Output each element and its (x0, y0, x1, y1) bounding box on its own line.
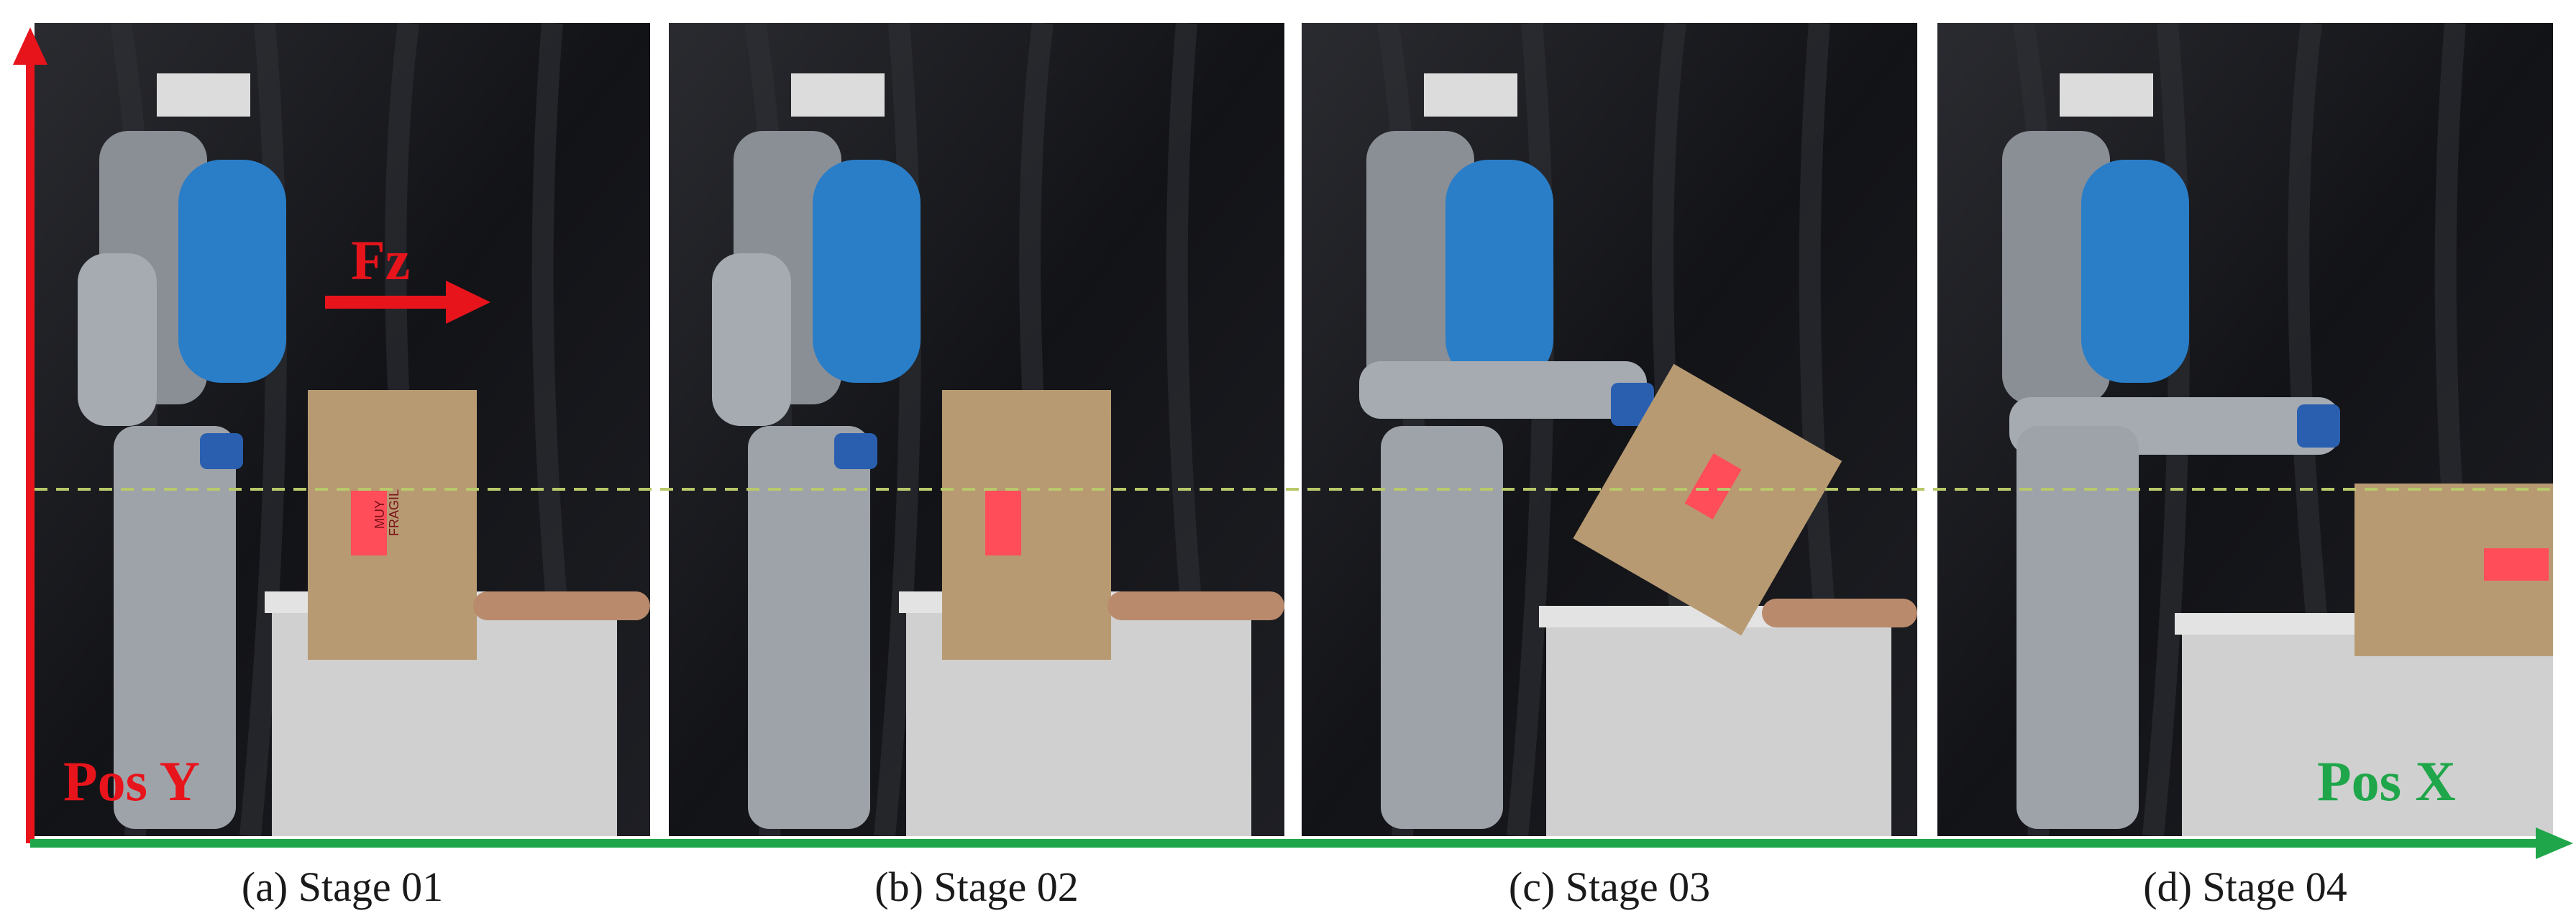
caption-stage-04: (d) Stage 04 (2143, 863, 2347, 910)
caption-stage-03: (c) Stage 03 (1508, 863, 1711, 910)
stage-04-photo (1937, 23, 2553, 836)
stage-02-photo (669, 23, 1284, 836)
stage-03-photo (1302, 23, 1917, 836)
caption-stage-02: (b) Stage 02 (874, 863, 1079, 910)
stage-01-photo (35, 23, 650, 836)
caption-stage-01: (a) Stage 01 (241, 863, 444, 910)
